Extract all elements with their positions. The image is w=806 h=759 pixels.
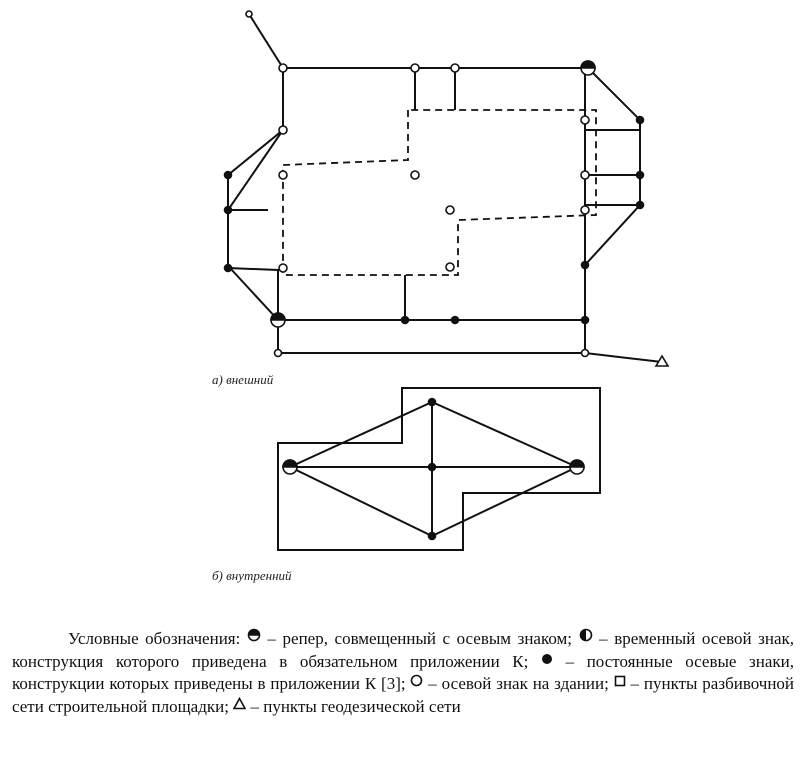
legend-item-reper: – репер, совмещенный с осевым знаком;	[267, 629, 573, 648]
caption-external: а) внешний	[212, 372, 274, 387]
legend-item-building: – осевой знак на здании;	[428, 674, 609, 693]
geodetic-spur-top	[248, 13, 284, 69]
legend-item-geodetic: – пункты геодезической сети	[250, 696, 461, 716]
legend: Условные обозначения: – репер, совмещенн…	[12, 628, 794, 718]
inner-markers	[282, 397, 585, 541]
reper-axis-mark-icon	[247, 628, 261, 642]
site-grid-point-icon	[614, 675, 625, 687]
permanent-axis-mark-icon	[541, 653, 552, 664]
geodetic-point-icon	[233, 696, 247, 709]
caption-internal: б) внутренний	[212, 568, 292, 583]
geodetic-point-triangle	[654, 354, 670, 367]
legend-heading: Условные обозначения:	[68, 629, 241, 648]
legend-item-temporary: – временный осевой знак, конструкция кот…	[12, 629, 795, 671]
outer-scheme	[227, 13, 663, 363]
outer-markers	[223, 10, 670, 367]
legend-item-site-grid: – пункты разбивочной сети строительной п…	[12, 674, 795, 716]
legend-item-permanent: – постоянные осевые знаки, конструкции к…	[12, 651, 795, 694]
building-outline-dashed	[282, 109, 597, 276]
outer-frame-line	[227, 67, 641, 321]
inner-building-outline	[277, 387, 601, 551]
temporary-axis-mark-icon	[579, 628, 592, 642]
building-axis-mark-icon	[411, 674, 423, 687]
inner-scheme	[277, 387, 601, 551]
layout-diagram	[223, 10, 670, 551]
